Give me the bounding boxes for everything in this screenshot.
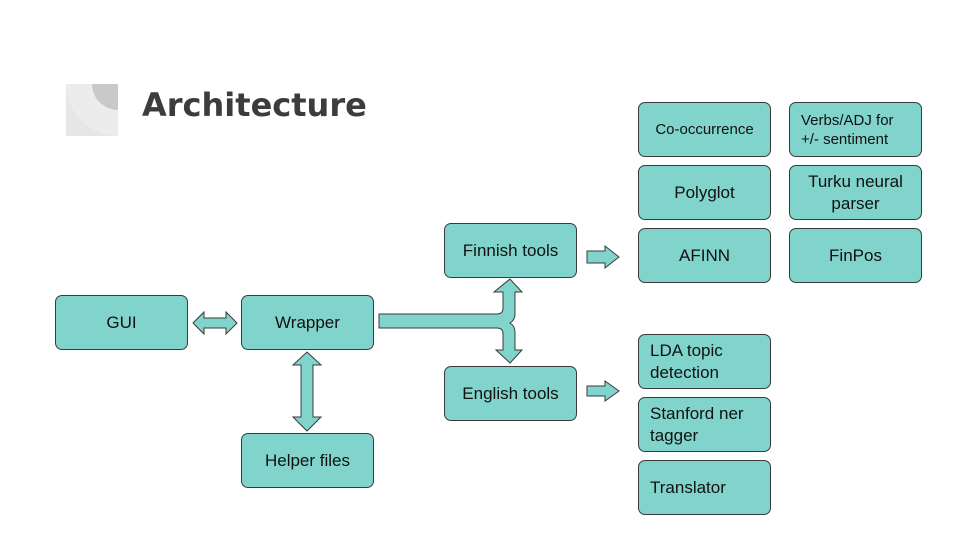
turku-parser-label: Turku neural parser — [808, 171, 903, 213]
finnish-output-arrow — [586, 244, 620, 270]
helper-files-label: Helper files — [264, 450, 351, 470]
afinn-label: AFINN — [679, 245, 730, 265]
finnish-tools-label: Finnish tools — [462, 240, 559, 260]
corner-decoration — [66, 84, 118, 136]
stanford-ner-box: Stanford ner tagger — [638, 397, 771, 452]
turku-parser-box: Turku neural parser — [789, 165, 922, 220]
gui-wrapper-arrow — [192, 310, 238, 336]
wrapper-branch-arrow — [378, 278, 524, 364]
decoration-quarter-circle — [92, 84, 118, 110]
english-output-arrow — [586, 380, 620, 402]
verbs-adj-box: Verbs/ADJ for +/- sentiment — [789, 102, 922, 157]
polyglot-label: Polyglot — [674, 182, 735, 202]
wrapper-helper-arrow — [291, 351, 323, 432]
wrapper-box: Wrapper — [241, 295, 374, 350]
wrapper-label: Wrapper — [275, 312, 340, 332]
finpos-label: FinPos — [829, 245, 882, 265]
stanford-ner-label: Stanford ner tagger — [650, 403, 744, 445]
lda-label: LDA topic detection — [650, 340, 723, 382]
english-tools-label: English tools — [462, 383, 559, 403]
gui-label: GUI — [106, 312, 137, 332]
afinn-box: AFINN — [638, 228, 771, 283]
finpos-box: FinPos — [789, 228, 922, 283]
translator-box: Translator — [638, 460, 771, 515]
verbs-adj-label: Verbs/ADJ for +/- sentiment — [801, 111, 894, 148]
co-occurrence-label: Co-occurrence — [655, 121, 754, 138]
co-occurrence-box: Co-occurrence — [638, 102, 771, 157]
english-tools-box: English tools — [444, 366, 577, 421]
decoration-arc — [66, 84, 118, 136]
slide-title: Architecture — [142, 86, 367, 124]
polyglot-box: Polyglot — [638, 165, 771, 220]
translator-label: Translator — [650, 477, 726, 497]
finnish-tools-box: Finnish tools — [444, 223, 577, 278]
helper-files-box: Helper files — [241, 433, 374, 488]
gui-box: GUI — [55, 295, 188, 350]
lda-box: LDA topic detection — [638, 334, 771, 389]
